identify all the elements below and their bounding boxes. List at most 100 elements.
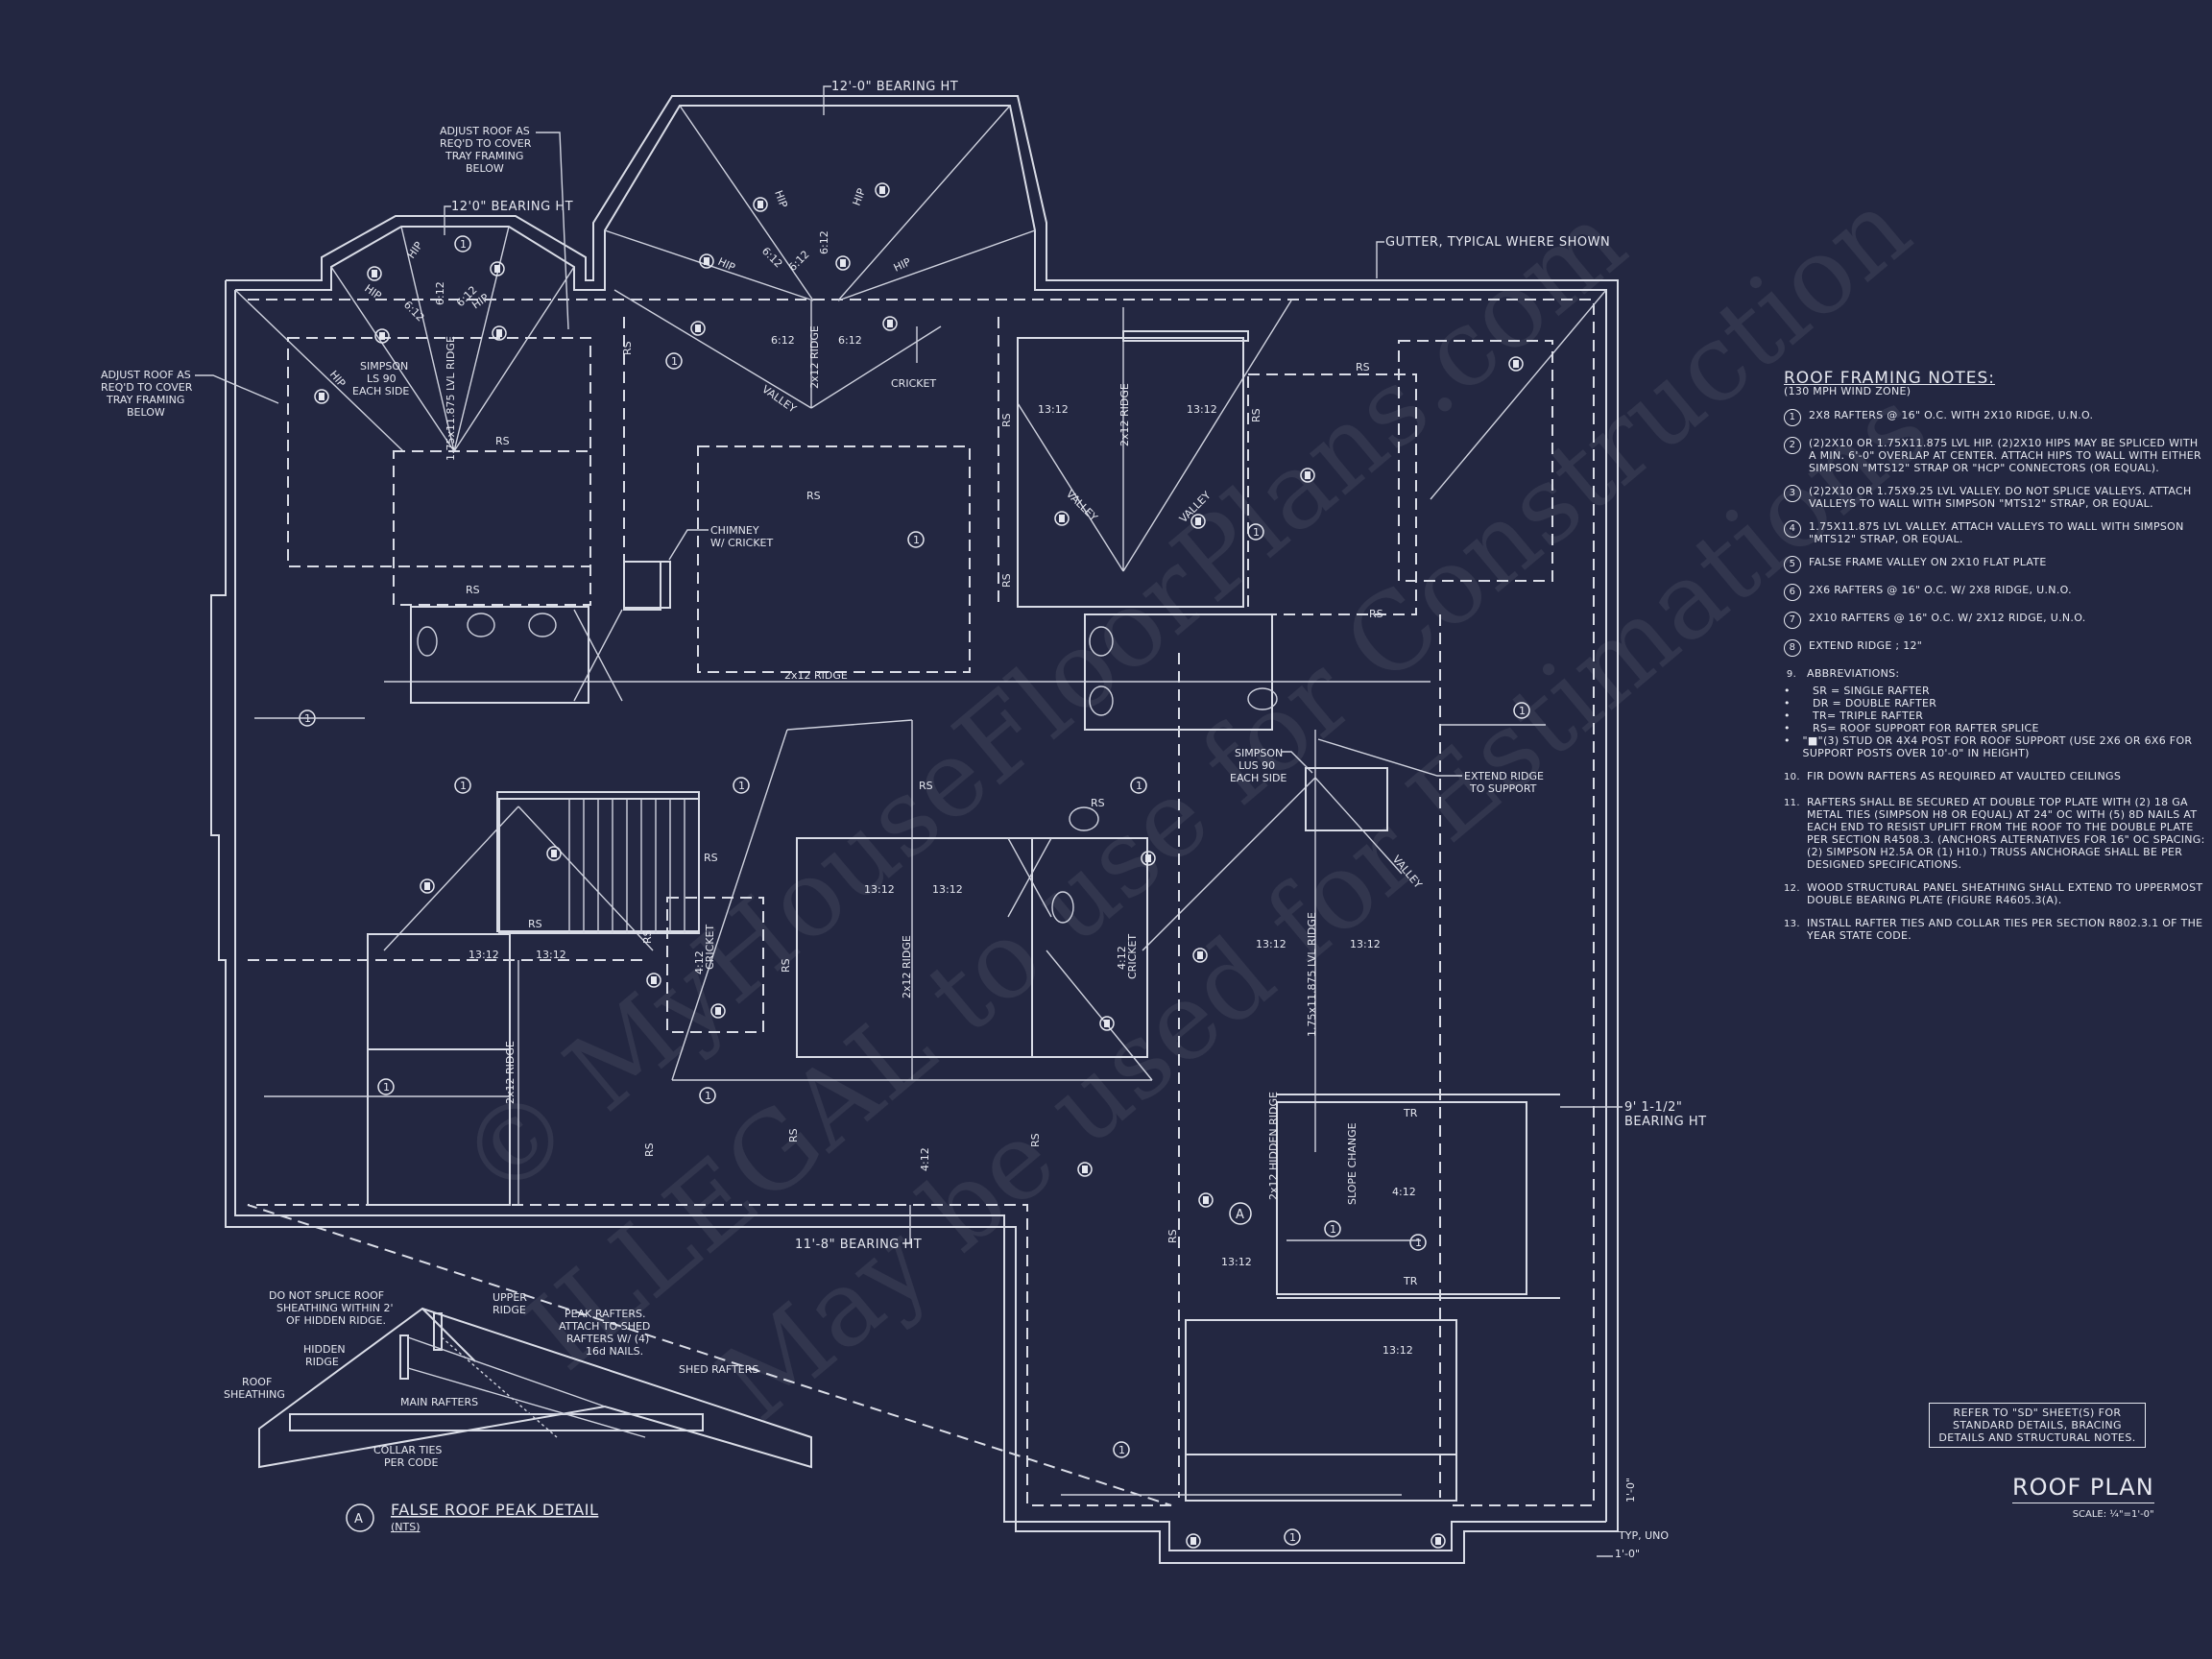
detail-roof-sheathing-label: ROOF [242, 1376, 272, 1388]
pitch-label: 13:12 [469, 949, 499, 961]
note-number: 5 [1784, 556, 1801, 573]
hip-valley-lines [234, 105, 1607, 1205]
ridge-label: 2x12 RIDGE [784, 669, 848, 682]
note-item: 72x10 RAFTERS @ 16" O.C. W/ 2x12 RIDGE, … [1784, 612, 2206, 629]
adjust-roof-callout-top: ADJUST ROOF AS REQ'D TO COVER TRAY FRAMI… [440, 125, 569, 330]
svg-text:EXTEND RIDGE: EXTEND RIDGE [1464, 770, 1544, 782]
rs-label: RS [1356, 361, 1370, 373]
detail-peak-rafters-label: ATTACH TO SHED [559, 1320, 650, 1333]
note-number: 1 [1784, 409, 1801, 426]
false-roof-peak-detail: DO NOT SPLICE ROOF SHEATHING WITHIN 2' O… [224, 1289, 812, 1533]
rs-label: RS [1091, 797, 1105, 809]
pitch-label: 4:12 [693, 950, 706, 974]
note-item: 2(2)2x10 OR 1.75x11.875 LVL HIP. (2)2x10… [1784, 437, 2206, 474]
rs-label: RS [466, 584, 480, 596]
note-number: 6 [1784, 584, 1801, 601]
bearing-height-bottom: 11'-8" BEARING HT [795, 1238, 922, 1252]
rs-label: RS [787, 1128, 800, 1142]
rs-label: RS [806, 490, 821, 502]
rs-label: RS [1000, 573, 1013, 588]
svg-text:LUS 90: LUS 90 [1238, 759, 1275, 772]
ridge-label: 2x12 RIDGE [901, 935, 913, 998]
adjust-roof-callout-left: ADJUST ROOF AS REQ'D TO COVER TRAY FRAMI… [101, 369, 279, 419]
tr-label: TR [1403, 1275, 1418, 1287]
ridge-label: 2x12 RIDGE [808, 325, 821, 389]
note-text: 1.75x11.875 LVL VALLEY. ATTACH VALLEYS T… [1809, 520, 2184, 545]
note-number: 4 [1784, 520, 1801, 538]
svg-text:EACH SIDE: EACH SIDE [1230, 772, 1286, 784]
rs-label: RS [621, 341, 634, 355]
detail-peak-rafters-label: 16d NAILS. [586, 1345, 643, 1358]
pitch-label: 13:12 [1221, 1256, 1252, 1268]
detail-title: FALSE ROOF PEAK DETAIL [391, 1501, 598, 1519]
svg-text:1: 1 [1289, 1531, 1296, 1544]
roof-framing-notes: ROOF FRAMING NOTES: (130 MPH WIND ZONE) … [1784, 369, 2206, 952]
slope-arrows [254, 326, 1546, 1496]
gutter-callout: GUTTER, TYPICAL WHERE SHOWN [1385, 235, 1610, 250]
dashed-bearing-lines [248, 317, 1553, 1498]
svg-text:1: 1 [460, 238, 467, 251]
svg-text:CHIMNEY: CHIMNEY [710, 524, 759, 537]
hip-label: HIP [716, 255, 737, 275]
notes-title: ROOF FRAMING NOTES: [1784, 369, 1996, 388]
bearing-height-right: 9' 1-1/2" [1624, 1100, 1682, 1115]
svg-text:1: 1 [738, 780, 745, 792]
detail-subtitle: (NTS) [391, 1521, 421, 1533]
notes-subtitle: (130 MPH WIND ZONE) [1784, 385, 1911, 397]
detail-upper-ridge-label: RIDGE [493, 1304, 526, 1316]
lvl-ridge-label: 1.75x11.875 LVL RIDGE [445, 336, 457, 461]
bullet-icon: • [1784, 709, 1791, 722]
note-number: 10. [1784, 772, 1800, 782]
note-number: 2 [1784, 437, 1801, 454]
detail-upper-ridge-label: UPPER [493, 1291, 527, 1304]
note-text: 2x10 RAFTERS @ 16" O.C. W/ 2x12 RIDGE, U… [1809, 612, 2086, 624]
bullet-icon: • [1784, 722, 1791, 734]
pitch-label: 13:12 [1350, 938, 1381, 950]
note-text: RAFTERS SHALL BE SECURED AT DOUBLE TOP P… [1807, 796, 2205, 871]
svg-text:1: 1 [671, 355, 678, 368]
svg-text:1: 1 [705, 1090, 711, 1102]
svg-text:A: A [1236, 1208, 1244, 1222]
abbreviation-item: •RS= ROOF SUPPORT FOR RAFTER SPLICE [1784, 722, 2039, 734]
svg-text:SIMPSON: SIMPSON [360, 360, 408, 373]
detail-no-splice-label: OF HIDDEN RIDGE. [286, 1314, 386, 1327]
chimney-callout: CHIMNEY W/ CRICKET [668, 524, 773, 561]
note-number: 3 [1784, 485, 1801, 502]
note-item: 11. RAFTERS SHALL BE SECURED AT DOUBLE TO… [1784, 796, 2206, 871]
hip-label: HIP [772, 189, 790, 210]
cricket-label: CRICKET [704, 925, 716, 970]
note-text: WOOD STRUCTURAL PANEL SHEATHING SHALL EX… [1807, 881, 2203, 906]
section-tag-a: A [1229, 1202, 1252, 1225]
hip-label: HIP [892, 255, 913, 275]
simpson-ls90-callout: SIMPSON LS 90 EACH SIDE [352, 360, 409, 397]
svg-text:EACH SIDE: EACH SIDE [352, 385, 409, 397]
ridge-label: 2x12 RIDGE [1118, 383, 1131, 446]
note-text: (2)2x10 OR 1.75x9.25 LVL VALLEY. DO NOT … [1809, 485, 2192, 510]
stair-treads [498, 798, 700, 934]
note-number: 13. [1784, 919, 1800, 929]
pitch-label: 13:12 [932, 883, 963, 896]
svg-text:BELOW: BELOW [466, 162, 504, 175]
svg-text:1: 1 [1519, 705, 1526, 717]
bullet-icon: • [1784, 685, 1791, 697]
detail-collar-ties-label: COLLAR TIES [373, 1444, 442, 1456]
svg-text:1: 1 [1415, 1237, 1422, 1249]
svg-text:REQ'D TO COVER: REQ'D TO COVER [101, 381, 193, 394]
pitch-label: 6:12 [838, 334, 862, 347]
note-number: 11. [1784, 798, 1800, 808]
pitch-label: 13:12 [1187, 403, 1217, 416]
tr-label: TR [1403, 1107, 1418, 1119]
rs-label: RS [1250, 408, 1262, 422]
pitch-label: 4:12 [919, 1147, 931, 1171]
svg-text:REQ'D TO COVER: REQ'D TO COVER [440, 137, 532, 150]
svg-text:1: 1 [1118, 1444, 1125, 1456]
typical-overhang-dimension: 1'-0" TYP, UNO 1'-0" [1597, 1478, 1669, 1560]
detail-no-splice-label: SHEATHING WITHIN 2' [276, 1302, 393, 1314]
note-item: 3 (2)2x10 OR 1.75x9.25 LVL VALLEY. DO NOT… [1784, 485, 2206, 510]
pitch-label: 13:12 [864, 883, 895, 896]
sheet-title-block: ROOF PLAN SCALE: ¼"=1'-0" [2012, 1474, 2154, 1520]
callouts: 12'-0" BEARING HT 12'0" BEARING HT GUTTE… [101, 80, 1707, 1560]
bearing-height-right: BEARING HT [1624, 1115, 1707, 1129]
pitch-label: 4:12 [1392, 1186, 1416, 1198]
